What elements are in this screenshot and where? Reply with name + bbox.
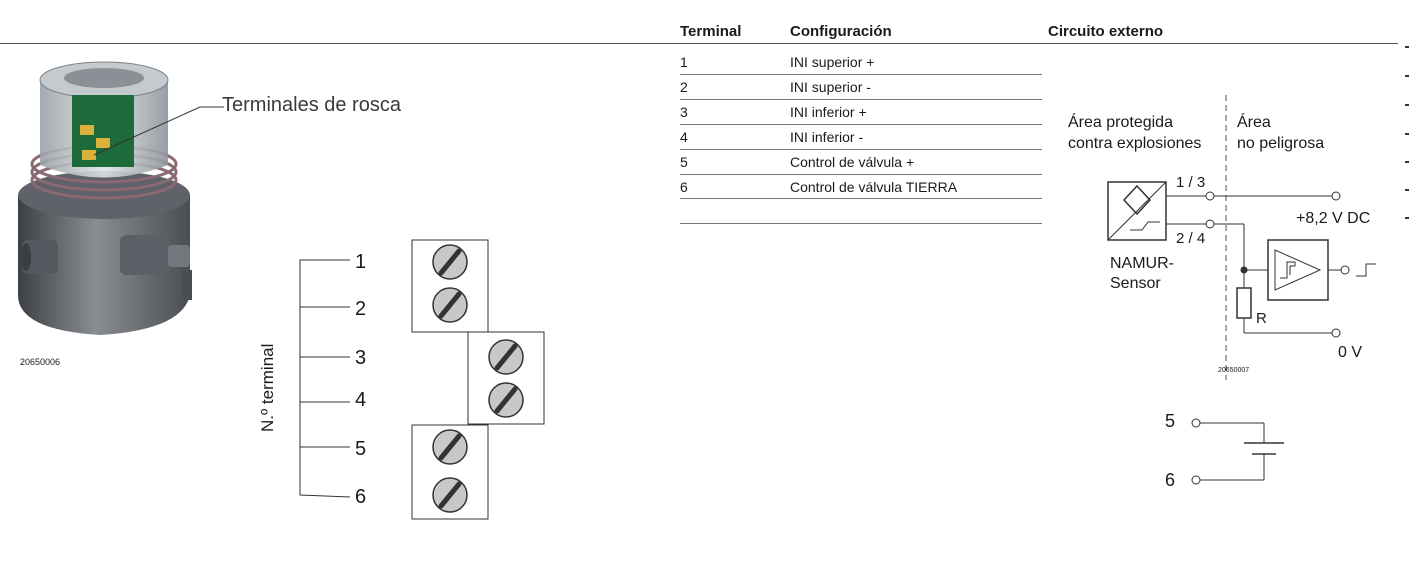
valve-sensor-photo [18, 61, 192, 335]
ground-label: 0 V [1338, 344, 1363, 361]
zone-left-line2: contra explosiones [1068, 135, 1202, 152]
valve-pin-5: 5 [1165, 411, 1176, 431]
terminal-block-diagram [299, 239, 545, 520]
table-row-1-terminal: 1 [680, 54, 688, 70]
pin-bottom-label: 2 / 4 [1176, 230, 1206, 247]
callout-line [93, 106, 224, 156]
terminal-number-4: 4 [355, 389, 367, 411]
terminal-axis-label: N.º terminal [258, 343, 277, 432]
supply-label: +8,2 V DC [1296, 210, 1371, 227]
table-row-2-config: INI superior - [790, 79, 871, 95]
zone-left-line1: Área protegida [1068, 114, 1173, 131]
edge-ticks [1405, 46, 1409, 219]
valve-pin-6: 6 [1165, 470, 1176, 490]
table-row-2-terminal: 2 [680, 79, 688, 95]
resistor-label: R [1256, 310, 1267, 327]
table-row-4-config: INI inferior - [790, 129, 864, 145]
terminal-number-5: 5 [355, 438, 367, 460]
photo-image-id: 20650006 [20, 357, 61, 367]
pin-top-label: 1 / 3 [1176, 174, 1206, 191]
sensor-label-line1: NAMUR- [1110, 255, 1174, 272]
table-row-5-terminal: 5 [680, 154, 688, 170]
table-row-6-terminal: 6 [680, 179, 688, 195]
zone-right-line2: no peligrosa [1237, 135, 1325, 152]
table-row-3-terminal: 3 [680, 104, 688, 120]
terminal-number-2: 2 [355, 298, 367, 320]
terminal-number-3: 3 [355, 347, 367, 369]
valve-control-circuit [1191, 418, 1284, 485]
header-configuracion: Configuración [790, 23, 892, 40]
terminal-number-6: 6 [355, 486, 367, 508]
table-row-1-config: INI superior + [790, 54, 875, 70]
header-circuito-externo: Circuito externo [1048, 23, 1164, 40]
table-row-6-config: Control de válvula TIERRA [790, 179, 958, 195]
sensor-label-line2: Sensor [1110, 275, 1161, 292]
terminal-number-1: 1 [355, 251, 367, 273]
callout-label: Terminales de rosca [222, 94, 401, 116]
circuit-diagram [1107, 95, 1376, 380]
zone-right-line1: Área [1237, 114, 1271, 131]
table-row-5-config: Control de válvula + [790, 154, 915, 170]
header-terminal: Terminal [680, 23, 742, 40]
table-row-4-terminal: 4 [680, 129, 688, 145]
header-rule [0, 43, 1398, 44]
table-row-3-config: INI inferior + [790, 104, 867, 120]
circuit-image-id: 20650007 [1218, 367, 1250, 374]
